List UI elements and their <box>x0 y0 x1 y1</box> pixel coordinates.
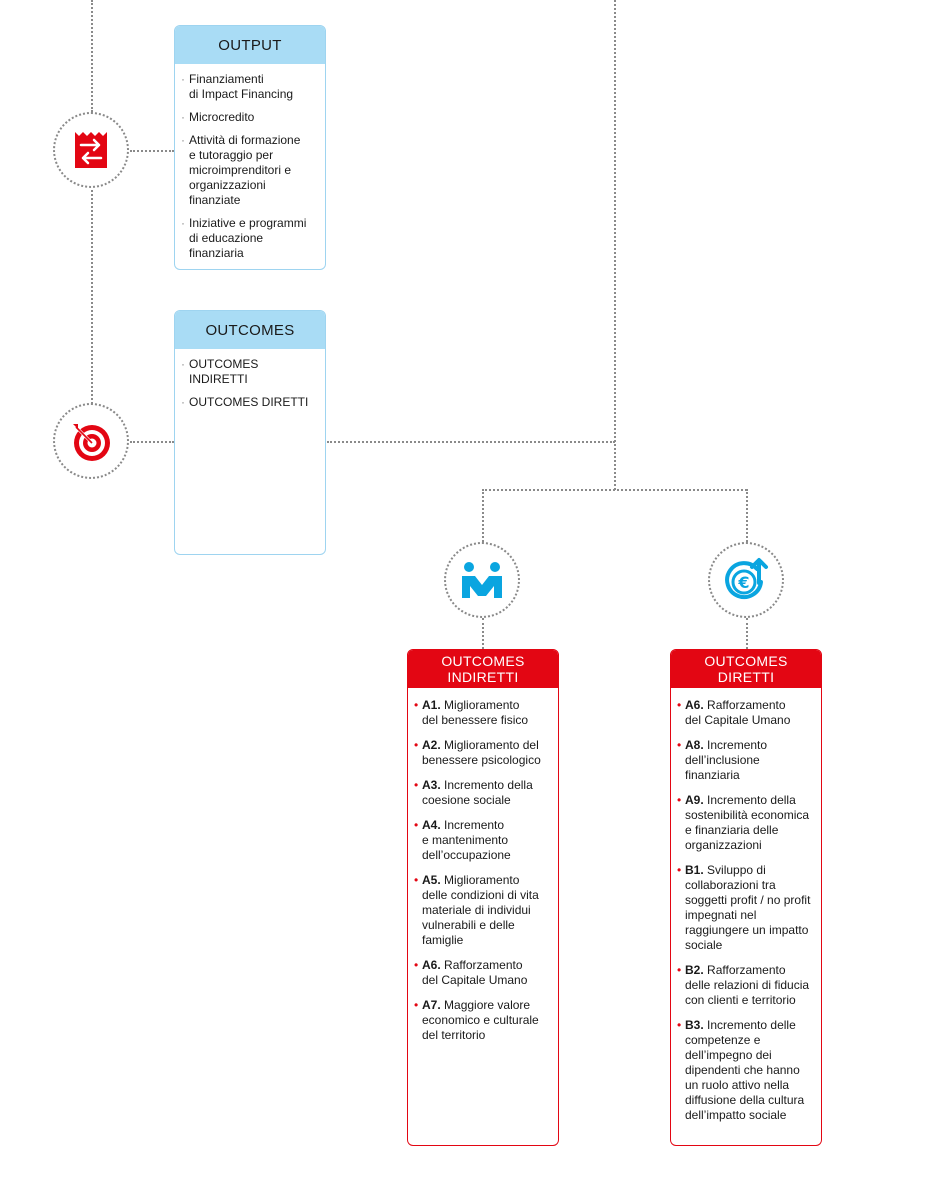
outcome-code: B3. <box>685 1018 704 1032</box>
euro-growth-icon: € <box>725 558 768 600</box>
outcomes-indiretti-title-line2: INDIRETTI <box>447 669 519 685</box>
outcome-code: A8. <box>685 738 704 752</box>
outcome-code: A5. <box>422 873 441 887</box>
connector-branch-right <box>746 489 748 542</box>
output-box-title: OUTPUT <box>175 26 325 64</box>
people-connection-icon <box>462 562 502 598</box>
connector-branch-left <box>482 489 484 542</box>
outcome-code: B2. <box>685 963 704 977</box>
outcomes-list-item: OUTCOMES DIRETTI <box>181 395 319 410</box>
connector-left-icon-to-box <box>482 618 484 649</box>
outcomes-box: OUTCOMES OUTCOMES INDIRETTI OUTCOMES DIRE… <box>174 310 326 555</box>
connector-branch-h <box>482 489 747 491</box>
outcomes-list: OUTCOMES INDIRETTI OUTCOMES DIRETTI <box>175 349 325 410</box>
output-list-item: Microcredito <box>181 110 319 125</box>
svg-text:€: € <box>737 573 749 592</box>
connector-left-top <box>91 0 93 112</box>
indiretti-icon-circle <box>444 542 520 618</box>
outcome-code: A9. <box>685 793 704 807</box>
connector-right-icon-to-box <box>746 618 748 649</box>
outcomes-indiretti-title: OUTCOMES INDIRETTI <box>408 650 558 688</box>
outcomes-indiretti-box: OUTCOMES INDIRETTI A1. Miglioramentodel … <box>407 649 559 1146</box>
connector-output-h <box>130 150 174 152</box>
outcomes-diretti-title-line2: DIRETTI <box>717 669 775 685</box>
connector-outcomes-h <box>130 441 174 443</box>
outcome-code: A6. <box>685 698 704 712</box>
outcomes-list-item: OUTCOMES INDIRETTI <box>181 357 319 387</box>
outcomes-icon-circle <box>53 403 129 479</box>
diretti-icon-circle: € <box>708 542 784 618</box>
receipt-exchange-icon <box>75 132 107 168</box>
output-icon-circle <box>53 112 129 188</box>
outcomes-diretti-title-line1: OUTCOMES <box>704 653 788 669</box>
connector-right-trunk <box>614 0 616 490</box>
connector-left-mid <box>91 190 93 404</box>
outcome-code: A3. <box>422 778 441 792</box>
outcome-code: A2. <box>422 738 441 752</box>
outcome-code: A1. <box>422 698 441 712</box>
outcomes-indiretti-title-line1: OUTCOMES <box>441 653 525 669</box>
outcomes-diretti-title: OUTCOMES DIRETTI <box>671 650 821 688</box>
outcome-code: B1. <box>685 863 704 877</box>
outcome-code: A6. <box>422 958 441 972</box>
outcome-code: A4. <box>422 818 441 832</box>
outcome-code: A7. <box>422 998 441 1012</box>
outcomes-box-title: OUTCOMES <box>175 311 325 349</box>
target-icon <box>73 424 110 461</box>
connector-outcomes-to-trunk <box>327 441 615 443</box>
